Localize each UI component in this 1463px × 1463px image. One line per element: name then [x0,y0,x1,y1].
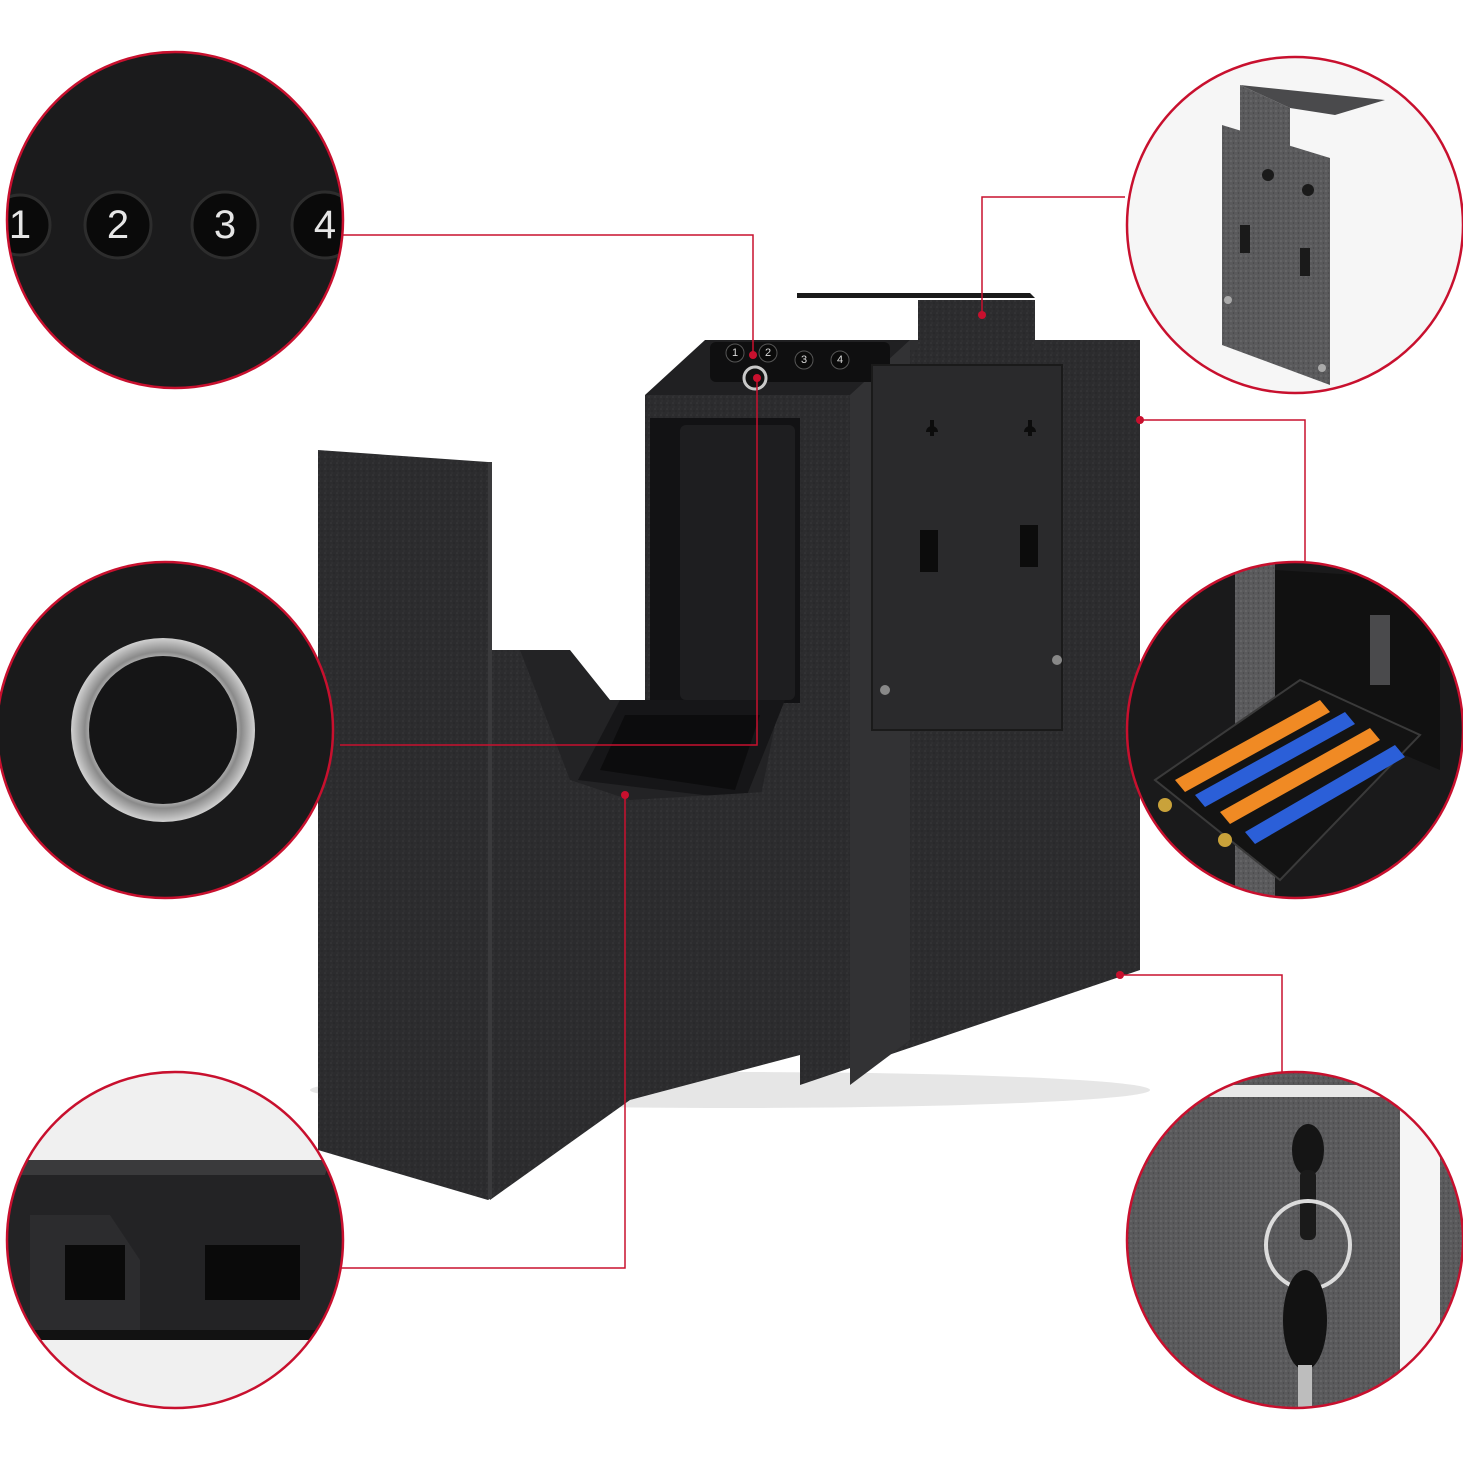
keypad-key-1[interactable]: 1 [725,343,745,363]
keypad: 1 2 3 4 [710,342,890,391]
key-icon [1292,1124,1324,1176]
callout-line-key [1120,974,1283,1075]
gun-safe: 1 2 3 4 [310,293,1150,1200]
callout-lines [340,196,1306,1269]
callout-dots [621,311,1144,979]
detail-key-label: 2 [107,203,129,247]
keypad-key-label: 1 [732,347,738,359]
callout-line-bottom [340,795,626,1269]
callout-line-battery [1140,419,1306,565]
detail-key-label: 4 [314,203,336,247]
bottom-mount-detail [5,1070,345,1410]
keypad-key-label: 2 [765,347,771,359]
fingerprint-sensor-detail [0,560,335,900]
detail-key-label: 3 [214,203,236,247]
mounting-bracket [797,293,1063,731]
mounting-bracket-detail [1125,55,1463,395]
keypad-key-label: 4 [837,354,843,366]
battery-icon [1175,700,1405,844]
keypad-key-2[interactable]: 2 [758,343,778,363]
keypad-key-4[interactable]: 4 [830,350,850,370]
backup-key-detail [1125,1070,1463,1410]
drawer-front [490,650,800,1200]
callout-line-bracket [981,196,1125,315]
detail-key-label: 1 [9,203,31,247]
callout-line-keypad [340,234,754,355]
battery-compartment-detail [1125,560,1463,900]
keypad-key-label: 3 [801,354,807,366]
keypad-key-3[interactable]: 3 [794,350,814,370]
pistol-grip [680,425,795,700]
key-icon [1283,1270,1327,1370]
keypad-detail: 1 2 3 4 [5,50,345,390]
callout-line-fingerprint [340,378,758,746]
left-panel [318,450,488,1200]
